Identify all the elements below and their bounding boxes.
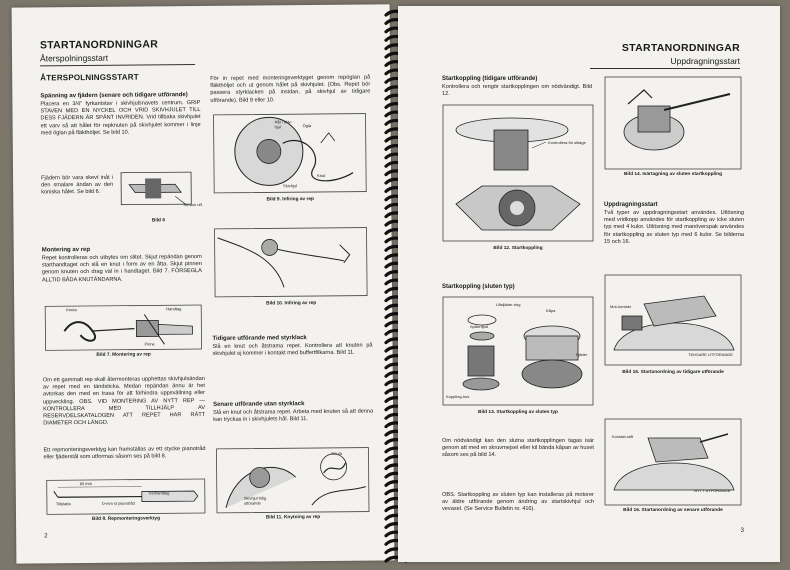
bild15-label-version: TIDIGARE UTFÖRANDE	[688, 352, 733, 357]
bild12-figure	[442, 104, 594, 242]
bild11-caption: Bild 11. Knytning av rep	[265, 514, 321, 521]
bild13-label-cover: Kåpa	[546, 308, 556, 313]
bild9-figure	[213, 113, 367, 194]
bild11-label-knot: Knuta	[331, 450, 342, 456]
bild12-caption: Bild 12. Startkoppling	[493, 246, 543, 251]
bild14-caption: Bild 14. Isärtagning av sluten startkopp…	[623, 172, 723, 177]
left-page-subtitle: Återspolningsstart	[39, 52, 109, 64]
bild16-label-version: NYTT UTFÖRANDE	[694, 488, 731, 493]
bild15-caption: Bild 15. Startanordning av tidigare utfö…	[622, 370, 724, 375]
disassemble-text: Om nödvändigt kan den slutna startkoppli…	[442, 438, 594, 459]
bild12-label: Kontrollera för slitage	[548, 140, 586, 145]
title-rule	[40, 64, 196, 67]
bild7-caption: Bild 7. Montering av rep	[96, 352, 151, 358]
bild14-figure	[604, 76, 742, 170]
senare-text: Slå en knut och åtstrama repet. Arbeta m…	[213, 408, 374, 424]
bild8-label-plate: Tillplatta	[55, 501, 71, 507]
right-page-title: STARTANORDNINGAR	[621, 42, 740, 54]
spanning-heading: Spänning av fjädern (senare och tidigare…	[40, 92, 188, 100]
bild9-label-knot: Knut	[317, 172, 326, 179]
bild6-label: Senare utf.	[183, 201, 203, 208]
bild6-caption: Bild 6	[151, 218, 166, 224]
bild8-label-wire: D-mm st pianotråd	[101, 500, 135, 506]
spanning-text: Placera en 3/4" fyrkantstav i skivhjulsn…	[40, 100, 201, 137]
tidigare-heading: Tidigare utförande med styrklack	[212, 335, 307, 342]
bild13-label-spring2: Fjäder	[576, 352, 588, 357]
bild16-label-pin: Kontakt-stift	[612, 434, 634, 439]
bild8-caption: Bild 8. Repmonteringsverktyg	[92, 516, 161, 522]
bild8-figure	[46, 478, 206, 515]
bild13-label-spring: Spännfjud	[470, 324, 489, 329]
sluten-heading: Startkoppling (sluten typ)	[442, 284, 515, 290]
bild13-figure	[442, 296, 594, 406]
montering-text: Repet kontrolleras och utbytes om slitet…	[41, 254, 202, 284]
right-page-subtitle: Uppdragningsstart	[670, 56, 740, 66]
fjadern-text: Fjädern bör vara skevt inåt i den smalar…	[41, 174, 114, 196]
section-heading: ÅTERSPOLNINGSSTART	[40, 72, 139, 83]
bild11-figure	[216, 447, 370, 514]
bild9-label-pulley: Skivhjul	[283, 183, 297, 189]
bild7-figure	[44, 304, 202, 351]
bild8-label-length: 60 mm	[79, 480, 92, 487]
col2-intro-text: För in repet med monteringsverktyget gen…	[210, 74, 371, 104]
montering-heading: Montering av rep	[41, 246, 91, 254]
startkoppling-text: Kontrollera och rengör startkopplingen o…	[442, 84, 592, 98]
left-page-number: 2	[44, 533, 48, 540]
old-rope-text: Om ett gammalt rep skall återmonteras up…	[42, 375, 206, 427]
left-page-title: STARTANORDNINGAR	[39, 38, 159, 52]
bild13-label-housing: Koppling-hus	[446, 394, 470, 399]
bild7-label-pinne: Pinne	[144, 341, 155, 347]
bild15-figure	[604, 274, 742, 366]
tool-text: Ett repmonteringsverktyg kan framställas…	[43, 445, 206, 461]
uppdragning-text: Två typer av uppdragningsstart användes.…	[604, 210, 744, 245]
right-title-rule	[590, 68, 740, 69]
bild10-caption: Bild 10. Infiring av rep	[266, 301, 317, 307]
uppdragning-heading: Uppdragningsstart	[604, 202, 658, 208]
bild11-label-pulley: Skivhjul tidig. utförande	[243, 495, 268, 506]
bild7-label-knuta: Knuta	[66, 307, 77, 313]
bild9-label-loop: Ögla	[302, 123, 312, 129]
tidigare-text: Slå en knut och åtstrama repet. Kontroll…	[212, 342, 373, 358]
right-page-number: 3	[740, 528, 744, 534]
bild16-caption: Bild 16. Startanordning av senare utföra…	[623, 508, 723, 513]
bild15-label-contact: Mot-kontakt	[610, 304, 631, 309]
bild9-caption: Bild 9. Infiring av rep	[266, 197, 315, 203]
obs-text: OBS. Startkoppling av sluten typ kan ins…	[442, 492, 594, 513]
senare-heading: Senare utförande utan styrklack	[213, 401, 305, 408]
right-page: STARTANORDNINGAR Uppdragningsstart Start…	[398, 6, 780, 562]
bild13-caption: Bild 13. Startkoppling av sluten typ	[478, 410, 558, 415]
bild9-label-hole: Hål i skiv-hjul	[274, 119, 292, 130]
bild16-figure	[604, 418, 742, 506]
bild10-figure	[214, 227, 368, 298]
bild13-label-ring: Låsfjäder-ring	[496, 302, 521, 307]
bild8-label-handle: Trerhandtag	[147, 490, 170, 496]
bild7-label-handtag: Handtag	[166, 306, 182, 312]
startkoppling-heading: Startkoppling (tidigare utförande)	[442, 76, 538, 82]
bild6-figure	[120, 171, 192, 206]
left-page: STARTANORDNINGAR Återspolningsstart ÅTER…	[11, 4, 395, 564]
